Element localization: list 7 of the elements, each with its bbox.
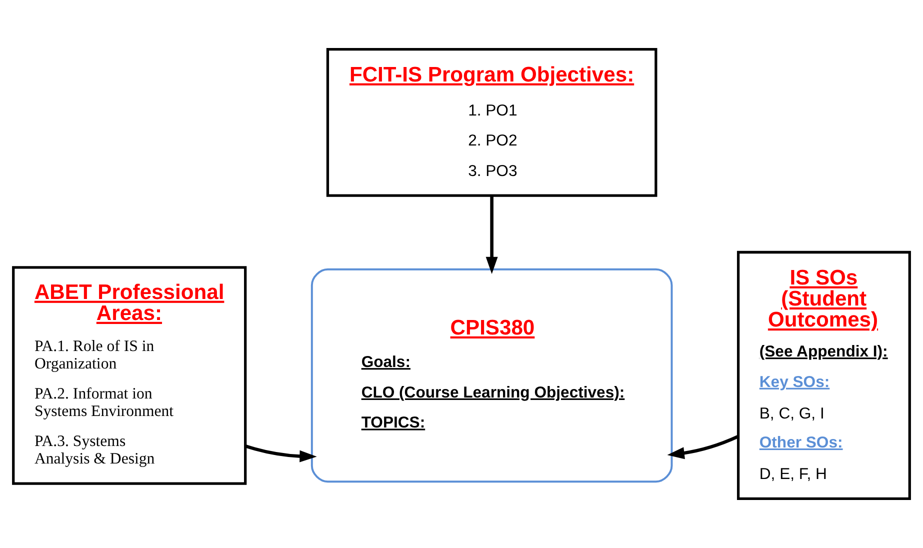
node-box: CPIS380 Goals: CLO (Course Learning Objectives): TOPICS:: [310, 268, 673, 483]
node-box: IS SOs (Student Outcomes) (See Appendix I): Key SOs: B, C, G, I Other SOs: D, E, F, H: [736, 250, 911, 500]
node-box: FCIT-IS Program Objectives: 1. PO1 2. PO2 3. PO3: [326, 48, 658, 197]
arrow: [667, 435, 739, 460]
node-box: ABET Professional Areas: PA.1. Role of IS in Organization PA.2. Informat ion Systems Environment PA.3. Systems Analysis & Design: [12, 266, 247, 485]
arrow: [486, 196, 498, 274]
arrow: [244, 444, 317, 462]
